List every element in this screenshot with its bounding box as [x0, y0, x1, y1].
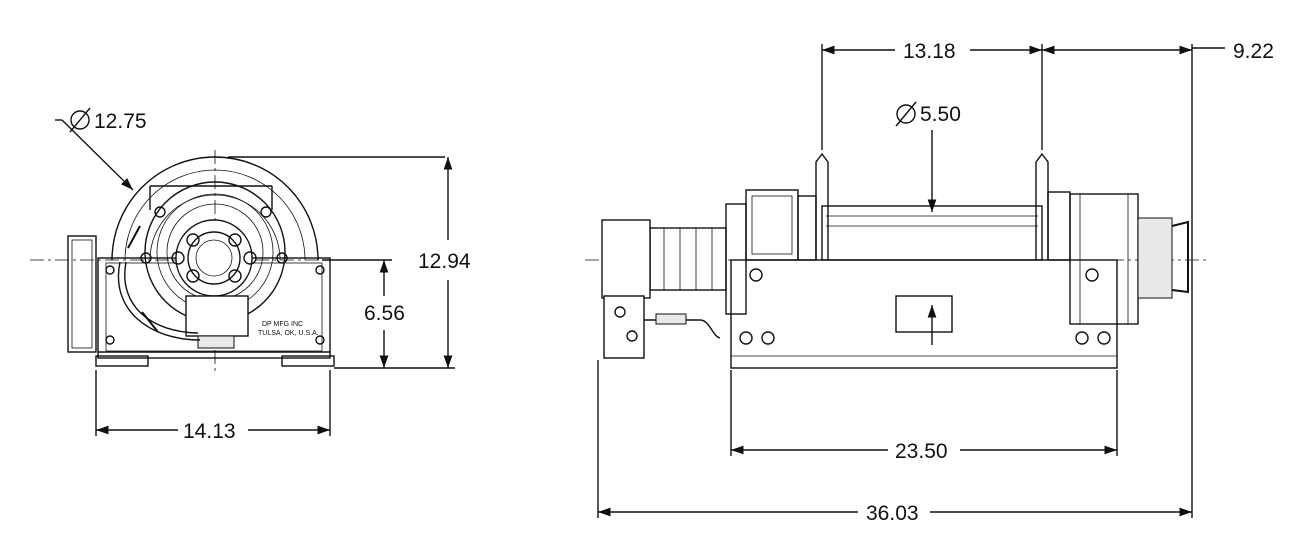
hydraulic-hose — [117, 261, 201, 341]
hose-fitting-bottom — [141, 311, 159, 333]
gearbox-top — [149, 185, 273, 210]
side-base-frame — [730, 259, 1118, 369]
end-cap — [1137, 217, 1173, 299]
dim-motor-overhang: 9.22 — [1233, 40, 1274, 63]
dim-core-diameter: 5.50 — [920, 103, 961, 126]
drum — [821, 205, 1043, 261]
left-foot — [95, 355, 149, 367]
nameplate-line-1: DP MFG INC — [262, 321, 303, 328]
nameplate-line-2: TULSA, OK, U.S.A. — [258, 330, 319, 337]
core-diameter-symbol — [895, 101, 917, 127]
hydraulic-motor — [649, 227, 727, 291]
gear-housing-left — [745, 189, 799, 261]
breather-fitting — [1171, 220, 1189, 294]
diameter-leader — [61, 119, 134, 191]
drum-flange-left — [815, 152, 829, 260]
side-frame-bolts — [739, 268, 1111, 345]
dim-drum-length: 13.18 — [903, 40, 956, 63]
side-nameplate — [895, 295, 953, 333]
dim-height: 12.94 — [418, 250, 471, 273]
frame-bolts — [105, 206, 325, 345]
left-bracket — [67, 235, 97, 353]
diameter-symbol — [69, 107, 91, 133]
dim-center-height: 6.56 — [364, 302, 405, 325]
motor-adapter — [725, 203, 747, 315]
dim-base-length: 23.50 — [895, 440, 948, 463]
dim-overall-length: 36.03 — [866, 502, 919, 525]
right-foot — [281, 355, 335, 367]
side-hose — [644, 319, 721, 339]
hose-fitting-top — [127, 225, 141, 249]
drum-flange — [111, 156, 319, 261]
dim-drum-diameter: 12.75 — [94, 110, 147, 133]
side-view: 13.18 9.22 5.50 23.50 36.03 — [585, 40, 1274, 525]
valve-block — [185, 295, 249, 337]
dim-base-width: 14.13 — [183, 420, 236, 443]
end-view: DP MFG INC TULSA, OK, U.S.A. 12.75 12.94… — [30, 107, 471, 443]
motor-head — [601, 219, 651, 299]
side-valve-block — [603, 295, 645, 359]
motor-shaft-boss — [187, 231, 241, 285]
